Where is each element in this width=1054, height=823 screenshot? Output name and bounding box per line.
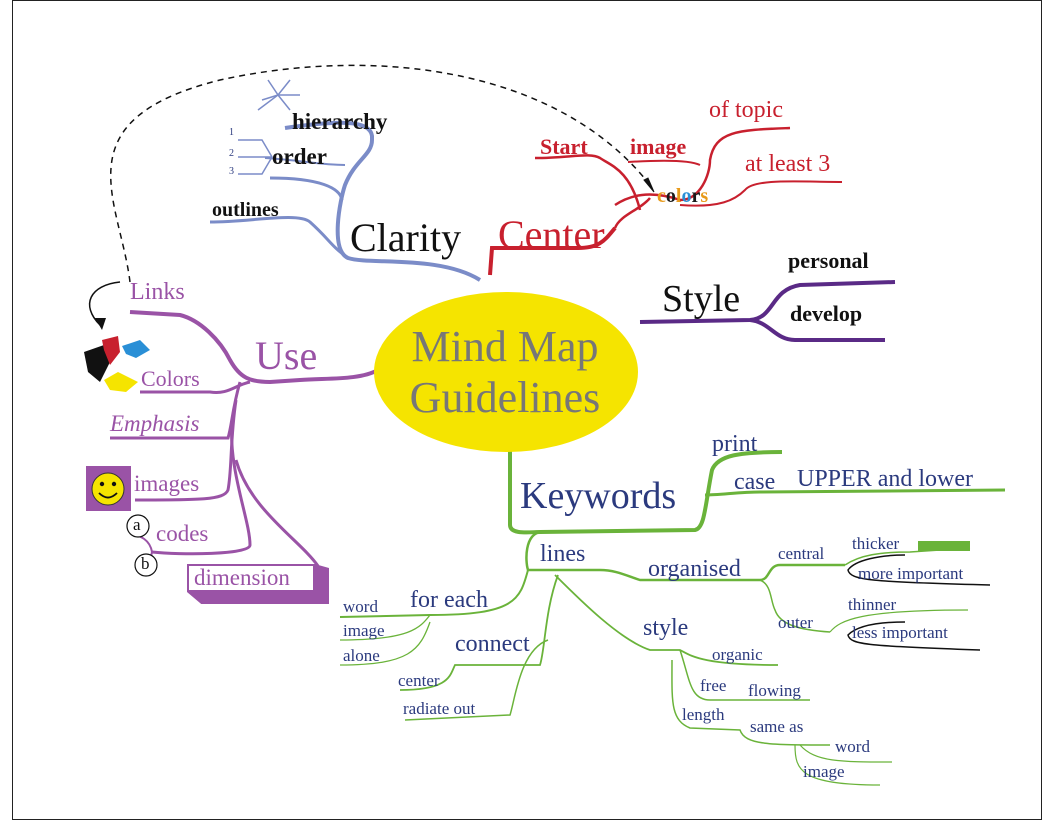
lines-flowing: flowing: [748, 681, 801, 700]
lines-connect: connect: [455, 631, 530, 657]
use-colors: Colors: [141, 366, 200, 391]
connect-center: center: [398, 671, 440, 690]
center-title-line-2: Guidelines: [409, 373, 601, 422]
lines-organised: organised: [648, 556, 741, 582]
lines-more-important: more important: [858, 564, 964, 583]
dashed-link-arrowhead: [643, 177, 655, 193]
code-b-letter: b: [141, 554, 150, 573]
keywords-label: Keywords: [520, 475, 677, 517]
style-personal: personal: [788, 248, 869, 273]
clarity-order: order: [272, 144, 327, 169]
use-dimension: dimension: [194, 565, 290, 590]
use-label: Use: [255, 333, 318, 378]
code-a-letter: a: [133, 515, 141, 534]
use-codes: codes: [156, 521, 209, 546]
style-develop: develop: [790, 301, 863, 326]
clarity-outlines: outlines: [212, 199, 279, 221]
center-title: Mind Map Guidelines: [372, 293, 638, 453]
lines-less-important: less important: [852, 623, 948, 642]
colors-letter-1: c: [657, 185, 666, 207]
keywords-case: case: [734, 469, 776, 495]
center-at-least: at least 3: [745, 151, 831, 177]
curved-link-arrowhead: [95, 318, 106, 330]
curved-link-arrow: [88, 281, 121, 326]
order-num-1: 1: [229, 127, 234, 138]
lines-thinner: thinner: [848, 595, 897, 614]
use-images: images: [134, 471, 200, 496]
lines-for-each: for each: [410, 587, 488, 613]
lines-outer: outer: [778, 613, 813, 632]
code-b-circle: [134, 553, 158, 577]
colors-letter-6: s: [700, 185, 709, 207]
dimension-box: [187, 564, 315, 592]
style-label: Style: [662, 278, 741, 320]
lines-length: length: [682, 705, 725, 724]
center-start: Start: [540, 134, 588, 159]
colors-letter-2: o: [665, 185, 676, 207]
thicker-line-sample: [918, 541, 970, 551]
lines-organic: organic: [712, 645, 763, 664]
center-branch-label: Center: [498, 212, 605, 257]
colors-letter-5: r: [691, 185, 701, 207]
for-each-alone: alone: [343, 646, 380, 665]
center-image: image: [630, 134, 687, 159]
order-num-3: 3: [229, 166, 234, 177]
clarity-label: Clarity: [350, 215, 462, 260]
clarity-hierarchy: hierarchy: [292, 109, 388, 134]
lines-style: style: [643, 615, 689, 641]
code-a-circle: [126, 514, 150, 538]
for-each-word: word: [343, 597, 378, 616]
order-icon: [238, 139, 273, 175]
colors-letter-4: o: [681, 185, 692, 207]
smiley-image-icon: [86, 466, 131, 511]
diagram-frame: [12, 0, 1042, 820]
center-branch: [488, 226, 617, 276]
center-of-topic: of topic: [709, 97, 783, 123]
lines-label: lines: [540, 541, 586, 567]
keywords-branch: [508, 438, 783, 535]
lines-central: central: [778, 544, 825, 563]
dashed-link-arrow: [110, 64, 651, 283]
center-ellipse: [374, 292, 638, 452]
color-blobs-icon: [84, 336, 150, 392]
keywords-upper-lower: UPPER and lower: [797, 466, 973, 492]
clarity-branch: [284, 120, 482, 282]
hierarchy-icon: [257, 79, 300, 111]
lines-thicker: thicker: [852, 534, 900, 553]
lines-free: free: [700, 676, 727, 695]
colors-letter-3: l: [675, 185, 682, 207]
for-each-image: image: [343, 621, 385, 640]
center-colors-word: colors: [657, 186, 708, 206]
lines-image: image: [803, 762, 845, 781]
keywords-print: print: [712, 431, 758, 457]
lines-same-as: same as: [750, 717, 804, 736]
connect-radiate-out: radiate out: [403, 699, 476, 718]
order-num-2: 2: [229, 148, 234, 159]
use-branch: [129, 310, 379, 385]
use-emphasis: Emphasis: [110, 411, 200, 436]
center-title-line-1: Mind Map: [411, 322, 599, 372]
use-links: Links: [130, 279, 185, 305]
lines-word: word: [835, 737, 870, 756]
